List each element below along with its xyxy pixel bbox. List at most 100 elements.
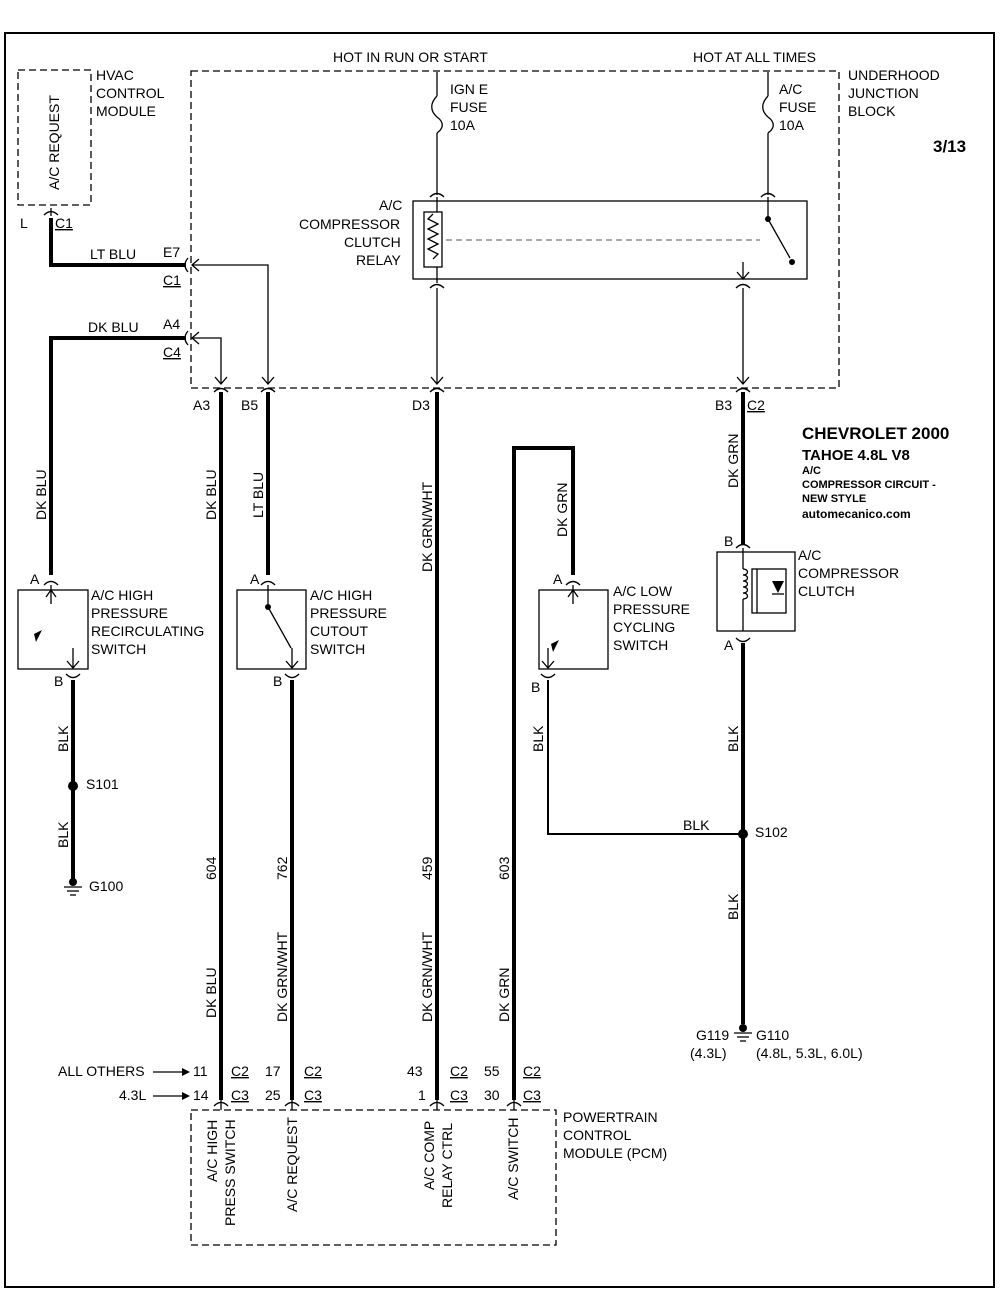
pcm-conn-c2-4: C2 (523, 1063, 541, 1079)
cutout-label-1: A/C HIGH (310, 587, 372, 603)
pcm-conn-c3-1: C3 (231, 1087, 249, 1103)
pcm-all-others-label: ALL OTHERS (58, 1063, 145, 1079)
lt-blu-label-b5: LT BLU (250, 472, 266, 518)
pcm-pin-1: 1 (418, 1087, 426, 1103)
circuit-762-label: 762 (274, 856, 290, 880)
lt-blu-label-top: LT BLU (90, 246, 136, 262)
dk-blu-label-left: DK BLU (33, 469, 49, 520)
dk-grn-label-clutch: DK GRN (725, 434, 741, 488)
pcm-pin-11: 11 (193, 1063, 208, 1079)
ground-g110-label: G110 (756, 1027, 789, 1043)
circuit-603-wire (512, 446, 575, 1100)
pcm-high-press-label-2: PRESS SWITCH (222, 1119, 238, 1226)
recirc-pin-b: B (54, 673, 63, 689)
junction-pin-c2: C2 (747, 397, 765, 413)
circuit-603-label: 603 (496, 856, 512, 880)
pcm-ac-switch-label: A/C SWITCH (505, 1118, 521, 1200)
low-label-1: A/C LOW (613, 583, 673, 599)
splice-s101 (68, 781, 78, 791)
ground-g110-symbol (734, 1024, 752, 1042)
recirc-label-4: SWITCH (91, 641, 146, 657)
junction-pin-e7: E7 (163, 244, 180, 260)
pcm-conn-c2-1: C2 (231, 1063, 249, 1079)
powertrain-control-module (190, 1109, 557, 1246)
pcm-pin-25: 25 (265, 1087, 281, 1103)
title-line-1: CHEVROLET 2000 (802, 424, 949, 443)
relay-label-3: CLUTCH (344, 234, 401, 250)
pcm-relay-ctrl-label-1: A/C COMP (421, 1121, 437, 1190)
blk-label-recirc-1: BLK (55, 725, 71, 752)
dk-grn-wht-label-459: DK GRN/WHT (419, 931, 435, 1022)
ground-g119-label: G119 (696, 1027, 729, 1043)
blk-label-recirc-2: BLK (55, 821, 71, 848)
pcm-pin-17: 17 (265, 1063, 281, 1079)
low-pin-a: A (553, 571, 563, 587)
ac-low-pressure-cycling-switch: A B A/C LOW PRESSURE CYCLING SWITCH (531, 571, 690, 695)
ac-compressor-clutch-relay: A/C COMPRESSOR CLUTCH RELAY (299, 192, 808, 289)
low-label-2: PRESSURE (613, 601, 690, 617)
blk-label-s102: BLK (683, 817, 710, 833)
pcm-label-3: MODULE (PCM) (563, 1145, 667, 1161)
dk-grn-label-603: DK GRN (496, 968, 512, 1022)
ac-high-pressure-cutout-switch: A B A/C HIGH PRESSURE CUTOUT SWITCH (236, 571, 387, 689)
ac-fuse-label-2: FUSE (779, 99, 816, 115)
recirc-pin-a: A (30, 571, 40, 587)
dk-grn-wht-label-d3: DK GRN/WHT (419, 481, 435, 572)
clutch-pin-b: B (724, 533, 733, 549)
hvac-control-module: A/C REQUEST HVAC CONTROL MODULE L C1 (17, 67, 165, 231)
ign-e-fuse-label-2: FUSE (450, 99, 487, 115)
low-pin-b: B (531, 679, 540, 695)
relay-label-2: COMPRESSOR (299, 216, 400, 232)
dk-blu-label-lower: DK BLU (203, 967, 219, 1018)
junction-pin-c4: C4 (163, 344, 181, 360)
relay-label-4: RELAY (356, 252, 402, 268)
circuit-604-label: 604 (203, 856, 219, 880)
junction-block-label-2: JUNCTION (848, 85, 919, 101)
pcm-pin-30: 30 (484, 1087, 500, 1103)
hvac-ac-request-label: A/C REQUEST (46, 95, 62, 190)
hvac-label-3: MODULE (96, 103, 156, 119)
lt-blu-wire-hvac (49, 218, 186, 267)
junction-pin-a4: A4 (163, 316, 180, 332)
hvac-pin-l: L (20, 215, 28, 231)
page-number: 3/13 (933, 137, 966, 156)
ign-e-fuse: IGN E FUSE 10A (431, 72, 488, 195)
junction-pin-c1: C1 (163, 272, 181, 288)
pcm-relay-ctrl-label-2: RELAY CTRL (439, 1123, 455, 1208)
hot-run-start-label: HOT IN RUN OR START (333, 49, 488, 65)
ac-fuse-label-3: 10A (779, 117, 805, 133)
dk-blu-wire-recirc (49, 336, 186, 575)
blk-label-g110: BLK (725, 893, 741, 920)
pcm-pin-43: 43 (407, 1063, 423, 1079)
cutout-pin-b: B (273, 673, 282, 689)
pcm-label-1: POWERTRAIN (563, 1109, 658, 1125)
ground-g119-note: (4.3L) (690, 1045, 727, 1061)
pcm-conn-c3-3: C3 (450, 1087, 468, 1103)
recirc-label-2: PRESSURE (91, 605, 168, 621)
recirc-label-1: A/C HIGH (91, 587, 153, 603)
blk-label-low: BLK (530, 725, 546, 752)
title-line-3: A/C (802, 465, 821, 477)
junction-block-label-1: UNDERHOOD (848, 67, 940, 83)
blk-label-clutch: BLK (725, 725, 741, 752)
low-label-4: SWITCH (613, 637, 668, 653)
ground-g100-symbol (64, 878, 82, 896)
pcm-high-press-label-1: A/C HIGH (204, 1120, 220, 1182)
title-line-5: NEW STYLE (802, 493, 866, 505)
recirc-label-3: RECIRCULATING (91, 623, 204, 639)
splice-s101-label: S101 (86, 776, 119, 792)
clutch-label-1: A/C (798, 547, 821, 563)
page-border (4, 32, 995, 1288)
pcm-ac-request-label: A/C REQUEST (284, 1117, 300, 1212)
pcm-conn-c3-2: C3 (304, 1087, 322, 1103)
underhood-junction-block (190, 70, 840, 389)
hvac-label-1: HVAC (96, 67, 134, 83)
cutout-pin-a: A (250, 571, 260, 587)
ac-compressor-clutch: B A A/C COMPRESSOR CLUTCH (716, 533, 899, 653)
title-block: CHEVROLET 2000 TAHOE 4.8L V8 A/C COMPRES… (802, 424, 949, 521)
pcm-43l-label: 4.3L (119, 1087, 146, 1103)
junction-pin-d3: D3 (412, 397, 430, 413)
dk-blu-label-top: DK BLU (88, 319, 139, 335)
junction-block-label-3: BLOCK (848, 103, 896, 119)
